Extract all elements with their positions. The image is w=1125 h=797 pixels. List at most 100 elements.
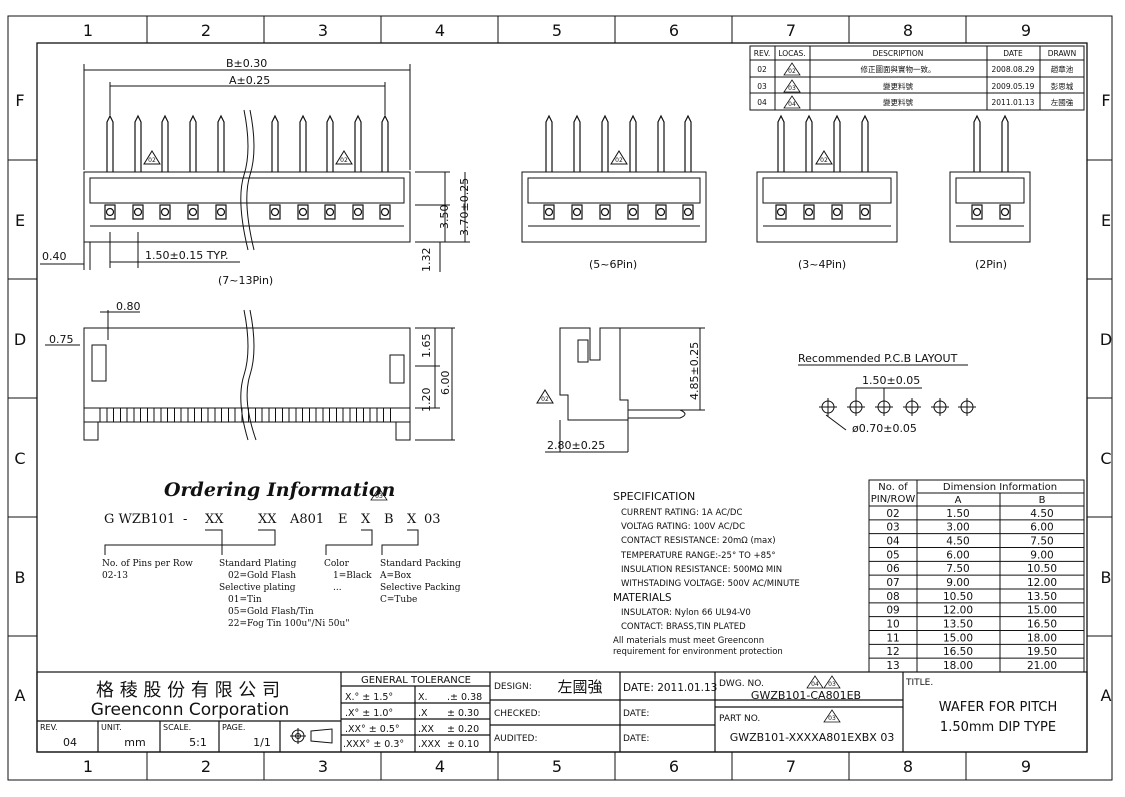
pin-slot [682, 204, 694, 220]
row-label: D [14, 330, 26, 349]
dim-a: 6.00 [946, 549, 969, 561]
rev-marker: 02 [615, 157, 623, 164]
dim-pin: 06 [886, 563, 900, 575]
spec-item: CURRENT RATING: 1A AC/DC [621, 508, 742, 518]
date-cell: 2009.05.19 [992, 82, 1035, 91]
pin-hole [216, 207, 226, 217]
tooth [153, 407, 162, 423]
title-line-1: WAFER FOR PITCH [939, 700, 1057, 715]
view-label-7-13: (7~13Pin) [218, 274, 273, 287]
plating-label: Standard Plating [219, 559, 297, 569]
dim-a: 13.50 [943, 619, 973, 631]
pin-hole [544, 207, 554, 217]
drawn-header: DRAWN [1048, 49, 1076, 58]
dim-a: 15.00 [943, 632, 973, 644]
tooth [140, 407, 148, 423]
desc-header: DESCRIPTION [873, 49, 924, 58]
dim-b: 15.00 [1027, 605, 1057, 617]
pin-hole [270, 207, 280, 217]
date-label: DATE: [623, 734, 649, 744]
dim-b: 10.50 [1027, 563, 1057, 575]
view-label-5-6: (5~6Pin) [589, 258, 637, 271]
tooth [288, 407, 297, 423]
pins-label: No. of Pins per Row [102, 559, 193, 569]
tooth [383, 407, 391, 423]
tooth [113, 407, 121, 423]
pin-hole [380, 207, 390, 217]
dim-b: 16.50 [1027, 619, 1057, 631]
pin-slot [324, 204, 336, 220]
pin-slot [971, 204, 983, 220]
dim-pin: 04 [886, 536, 900, 548]
pin-slot [297, 204, 309, 220]
dim-a: 18.00 [943, 660, 973, 672]
rev-cell: 02 [757, 65, 767, 74]
pin [545, 114, 553, 172]
side-profile-view [536, 327, 705, 453]
rev-marker: 02 [541, 396, 549, 403]
dwg-number: GWZB101-CA801EB [751, 689, 861, 702]
dimension-table [868, 479, 1085, 673]
title-label: TITLE. [905, 678, 933, 688]
dim-pin: 11 [886, 632, 899, 644]
pin-hole [572, 207, 582, 217]
pin-slot [132, 204, 144, 220]
plating-label2: Selective plating [219, 583, 296, 593]
materials-title: MATERIALS [613, 592, 672, 604]
dim-120: 1.20 [420, 388, 433, 413]
row-label: F [1101, 91, 1110, 110]
dim-a: 16.50 [943, 646, 973, 658]
date-cell: 2008.08.29 [992, 65, 1035, 74]
pin [161, 114, 169, 172]
pin-hole [972, 207, 982, 217]
front-view-5-6pin [521, 150, 707, 243]
tol-key: X. [418, 692, 428, 703]
dim-165: 1.65 [420, 334, 433, 359]
col-label: 3 [318, 757, 328, 776]
col-label: 5 [552, 21, 562, 40]
pin-hole [628, 207, 638, 217]
drawn-cell: 彭思城 [1051, 81, 1074, 91]
col-label: 8 [903, 21, 913, 40]
tol-angle: .XXX° ± 0.3° [343, 739, 404, 750]
col-label: 6 [669, 757, 679, 776]
code-b: B [384, 512, 394, 527]
checked-label: CHECKED: [494, 709, 541, 719]
dim-370: 3.70±0.25 [458, 178, 471, 236]
rev-label: REV. [40, 723, 58, 732]
rev-cell: 04 [757, 98, 767, 107]
row-label: F [15, 91, 24, 110]
pin-slot [379, 204, 391, 220]
col-label: 7 [786, 757, 796, 776]
row-label: E [1101, 211, 1111, 230]
revision-table: REV. LOCAS. DESCRIPTION DATE DRAWN 02 修正… [749, 45, 1085, 111]
row-label: A [1101, 686, 1112, 705]
rev-marker: 03 [828, 681, 836, 688]
tooth [126, 407, 135, 423]
dwg-label: DWG. NO. [719, 679, 764, 689]
code-dash: - [183, 512, 187, 527]
rev-marker: 02 [148, 157, 156, 164]
pcb-pitch: 1.50±0.05 [862, 374, 920, 387]
code-plating: XX [258, 512, 277, 527]
dim-pin: 05 [886, 549, 899, 561]
tooth [194, 407, 202, 423]
rev-marker: 04 [811, 681, 819, 688]
spec-item: TEMPERATURE RANGE:-25° TO +85° [620, 551, 776, 561]
dim-pin: 09 [886, 605, 899, 617]
unit-value: mm [124, 736, 145, 749]
dim-a: 12.00 [943, 605, 973, 617]
pin [326, 114, 334, 172]
col-label: 1 [83, 757, 93, 776]
design-date: DATE: 2011.01.13 [623, 682, 717, 694]
pin-hole [1000, 207, 1010, 217]
pin-slot [999, 204, 1011, 220]
tol-value: ± 0.10 [447, 739, 479, 750]
material-item: INSULATOR: Nylon 66 UL94-V0 [621, 608, 751, 618]
plating-opt: 05=Gold Flash/Tin [228, 607, 314, 617]
pin-slot [803, 204, 815, 220]
dim-b: 7.50 [1030, 536, 1053, 548]
tol-angle: .XX° ± 0.5° [345, 724, 400, 735]
